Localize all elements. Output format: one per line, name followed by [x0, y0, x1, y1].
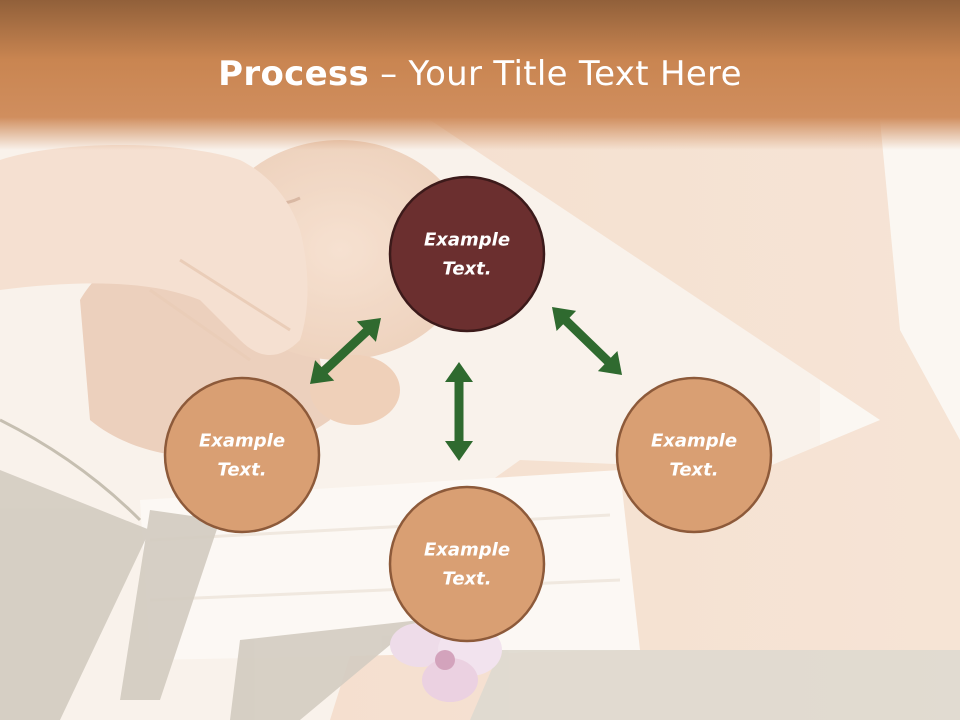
title-rest-part: – Your Title Text Here [369, 54, 742, 94]
title-bold-part: Process [218, 54, 370, 94]
node-label-top-line-2: Text. [442, 259, 491, 280]
node-label-right-line-1: Example [651, 431, 737, 452]
connector-arrow-top-right-shape [552, 307, 622, 375]
node-circle-left [163, 376, 321, 534]
connector-arrow-top-bottom [445, 362, 473, 461]
connector-arrow-top-bottom-shape [445, 362, 473, 461]
slide-title: Process – Your Title Text Here [0, 52, 960, 96]
connector-arrow-top-left [310, 318, 381, 384]
node-label-left-line-2: Text. [217, 460, 266, 481]
title-band [0, 0, 960, 150]
node-label-left-line-1: Example [199, 431, 285, 452]
node-label-right-line-2: Text. [669, 460, 718, 481]
node-label-bottom-line-2: Text. [442, 569, 491, 590]
connector-arrow-top-right [552, 307, 622, 375]
node-circle-bottom [388, 485, 546, 643]
connector-arrow-top-left-shape [310, 318, 381, 384]
node-circle-top [388, 175, 546, 333]
node-label-bottom-line-1: Example [424, 540, 510, 561]
node-label-top-line-1: Example [424, 230, 510, 251]
node-circle-right [615, 376, 773, 534]
